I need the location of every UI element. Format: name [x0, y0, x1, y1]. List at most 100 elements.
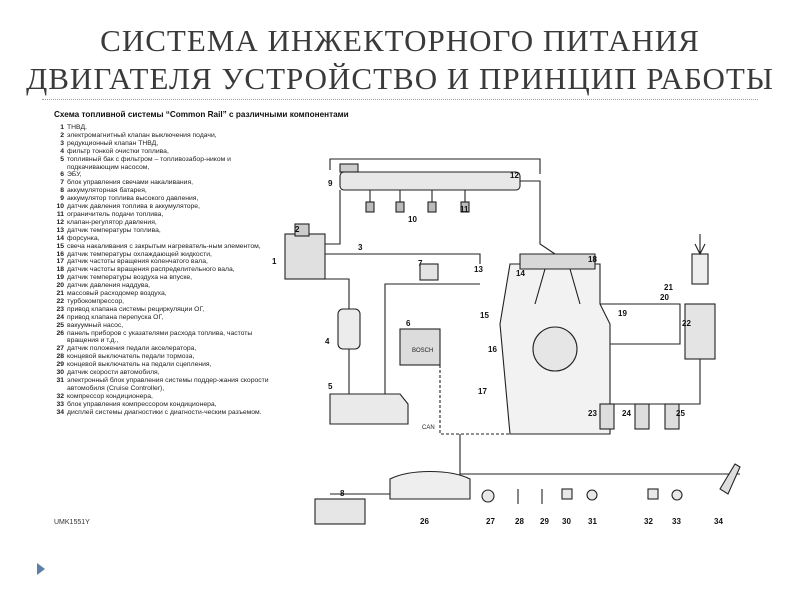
legend-number: 4	[60, 147, 64, 155]
legend-text: блок управления свечами накаливания,	[67, 179, 194, 187]
legend-text: электронный блок управления системы подд…	[67, 377, 269, 392]
callout-8: 8	[340, 489, 345, 498]
legend-text: датчик положения педали акселератора,	[67, 345, 197, 353]
legend-text: вакуумный насос,	[67, 321, 124, 329]
legend-number: 34	[56, 408, 64, 416]
callout-22: 22	[682, 319, 691, 328]
callout-4: 4	[325, 337, 330, 346]
legend-number: 13	[56, 226, 64, 234]
legend-number: 1	[60, 124, 64, 131]
legend-text: концевой выключатель педали тормоза,	[67, 353, 195, 361]
legend-number: 9	[60, 195, 64, 203]
callout-32: 32	[644, 517, 653, 526]
fuel-filter	[337, 308, 361, 350]
legend-number: 23	[56, 305, 64, 313]
legend-text: клапан-регулятор давления,	[67, 218, 157, 226]
callout-24: 24	[622, 409, 631, 418]
fuel-rail	[339, 171, 521, 191]
legend-number: 27	[56, 345, 64, 353]
wastegate-actuator	[634, 403, 650, 430]
legend-text: датчик температуры охлаждающей жидкости,	[67, 250, 212, 258]
legend-number: 6	[60, 171, 64, 179]
legend-number: 32	[56, 392, 64, 400]
legend-number: 18	[56, 266, 64, 274]
callout-17: 17	[478, 387, 487, 396]
legend-text: ограничитель подачи топлива,	[67, 210, 164, 218]
next-slide-arrow-icon[interactable]	[37, 563, 45, 575]
legend-text: датчик частоты вращения коленчатого вала…	[67, 258, 208, 266]
legend-text: ТНВД,	[67, 124, 87, 131]
legend-number: 10	[56, 203, 64, 211]
legend-text: датчик температуры топлива,	[67, 226, 161, 234]
accelerator-sensor	[481, 489, 495, 503]
callout-33: 33	[672, 517, 681, 526]
legend-number: 30	[56, 369, 64, 377]
callout-20: 20	[660, 293, 669, 302]
piston-icon	[532, 326, 578, 372]
callout-7: 7	[418, 259, 423, 268]
callout-11: 11	[460, 205, 469, 214]
legend-number: 2	[60, 131, 64, 139]
vacuum-pump	[664, 403, 680, 430]
legend-text: датчик скорости автомобиля,	[67, 369, 160, 377]
callout-23: 23	[588, 409, 597, 418]
callout-2: 2	[295, 225, 300, 234]
callout-14: 14	[516, 269, 525, 278]
callout-31: 31	[588, 517, 597, 526]
callout-29: 29	[540, 517, 549, 526]
legend-text: электромагнитный клапан выключения подач…	[67, 131, 217, 139]
ecu-brand: BOSCH	[412, 348, 433, 354]
legend-text: массовый расходомер воздуха,	[67, 290, 167, 298]
legend-number: 8	[60, 187, 64, 195]
legend-text: турбокомпрессор,	[67, 297, 125, 305]
egr-actuator	[599, 403, 615, 430]
legend-text: датчик частоты вращения распределительно…	[67, 266, 235, 274]
common-rail-diagram: Схема топливной системы “Common Rail” с …	[40, 104, 750, 534]
callout-34: 34	[714, 517, 723, 526]
legend-number: 28	[56, 353, 64, 361]
rail-return-line	[329, 158, 541, 174]
slide-title: СИСТЕМА ИНЖЕКТОРНОГО ПИТАНИЯ ДВИГАТЕЛЯ У…	[0, 22, 800, 98]
legend-number: 3	[60, 139, 64, 147]
callout-26: 26	[420, 517, 429, 526]
ac-compressor	[647, 488, 659, 500]
legend-number: 7	[60, 179, 64, 187]
callout-6: 6	[406, 319, 411, 328]
callout-1: 1	[272, 257, 277, 266]
exhaust-duct	[610, 359, 701, 405]
callout-18: 18	[588, 255, 597, 264]
legend-number: 22	[56, 297, 64, 305]
legend-text: концевой выключатель на педали сцепления…	[67, 361, 212, 369]
callout-3: 3	[358, 243, 363, 252]
legend-text: редукционный клапан ТНВД,	[67, 139, 159, 147]
legend-number: 31	[56, 377, 64, 384]
air-intake-duct	[600, 303, 681, 345]
instrument-panel	[389, 470, 471, 500]
legend-text: привод клапана перепуска ОГ,	[67, 313, 164, 321]
legend-text: аккумулятор топлива высокого давления,	[67, 195, 199, 203]
pump-return-line	[325, 253, 481, 264]
slide-title-line-2: ДВИГАТЕЛЯ УСТРОЙСТВО И ПРИНЦИП РАБОТЫ	[26, 61, 774, 96]
speed-sensor	[561, 488, 573, 500]
legend-text: панель приборов с указателями расхода то…	[67, 329, 253, 345]
callout-9: 9	[328, 179, 333, 188]
